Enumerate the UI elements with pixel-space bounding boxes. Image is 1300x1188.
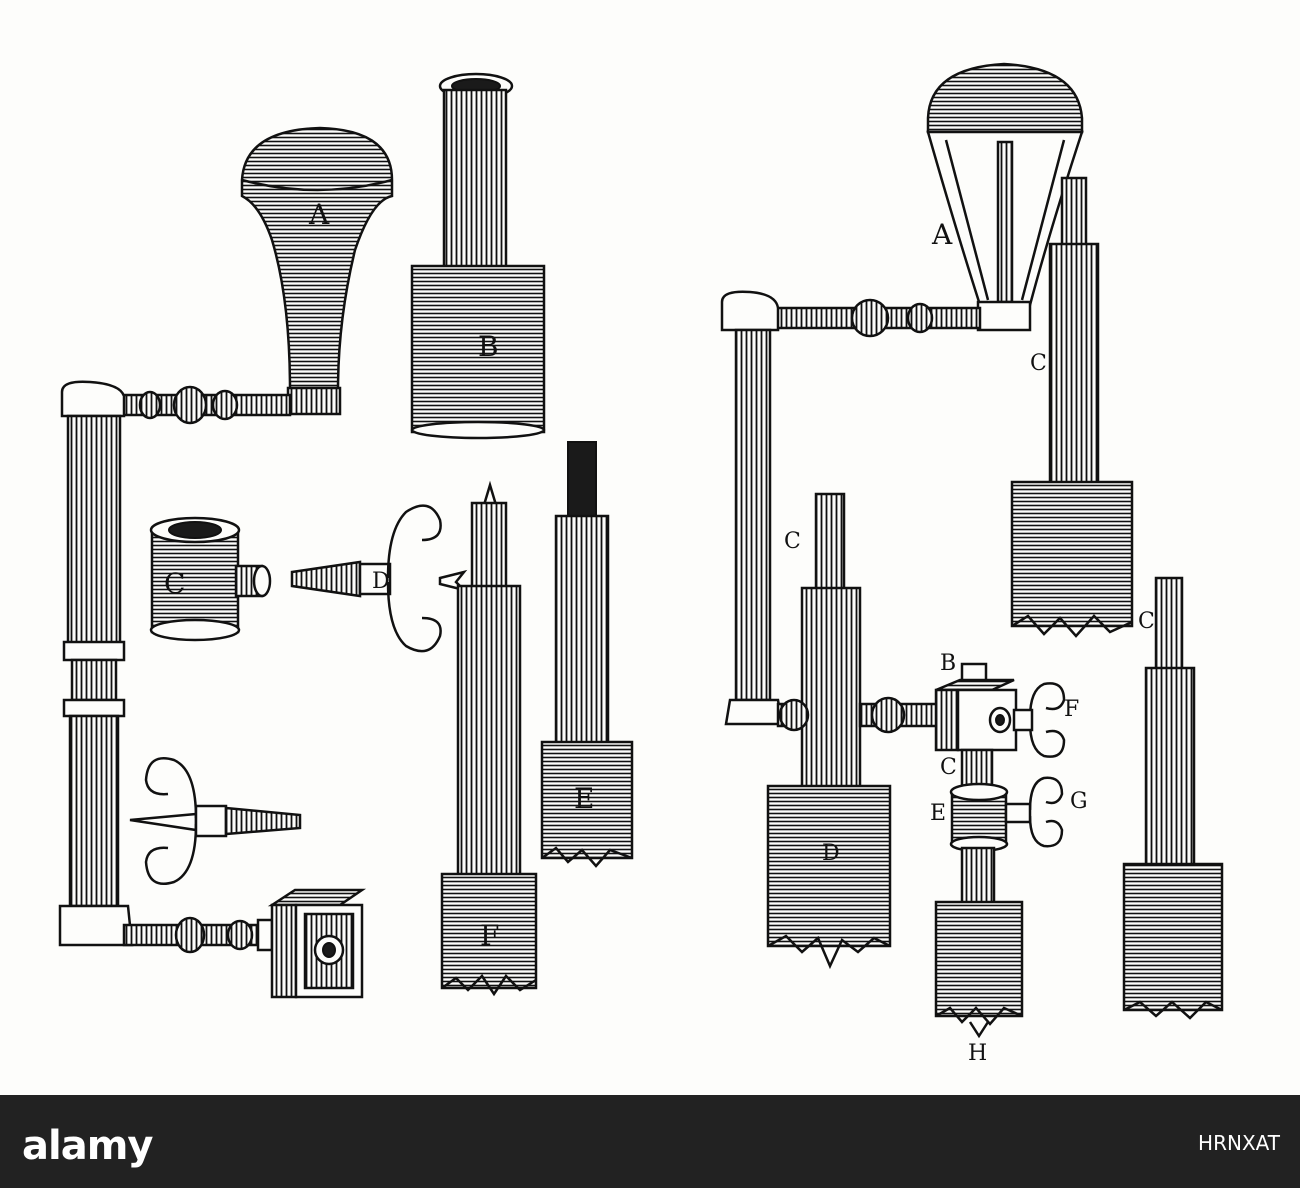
right-lower-pipe xyxy=(776,696,942,734)
left-syringe-f xyxy=(440,480,538,997)
label-right-c-mid: C xyxy=(784,529,801,554)
left-funnel-a xyxy=(240,126,394,416)
label-right-b: B xyxy=(940,651,956,676)
label-right-e: E xyxy=(930,801,946,826)
label-right-d: D xyxy=(822,841,840,866)
left-screw-d xyxy=(290,504,469,653)
left-screw-lower xyxy=(129,757,302,885)
label-right-c-right: C xyxy=(1138,609,1155,634)
label-left-a: A xyxy=(308,198,330,231)
left-cube-box xyxy=(267,888,367,999)
label-left-b: B xyxy=(478,330,499,363)
label-right-h: H xyxy=(968,1041,987,1066)
right-funnel-a xyxy=(926,62,1084,332)
right-syringe-d xyxy=(766,492,892,970)
right-upper-pipe xyxy=(720,290,982,338)
stock-footer-bar: alamy HRNXAT xyxy=(0,1095,1300,1188)
left-apparatus xyxy=(58,72,634,999)
right-tap-g xyxy=(1004,776,1064,848)
label-left-c: C xyxy=(164,567,185,600)
image-id-label: HRNXAT xyxy=(1198,1131,1280,1155)
alamy-logo[interactable]: alamy xyxy=(22,1123,153,1169)
right-apparatus xyxy=(720,62,1224,1039)
label-right-a: A xyxy=(931,218,953,251)
woodcut-plate: A B C D E F A C C C B F C E G D H xyxy=(58,62,1224,1066)
left-connector-c xyxy=(149,516,272,642)
label-right-g: G xyxy=(1070,789,1088,814)
right-collar-e xyxy=(949,782,1009,853)
figure-labels: A B C D E F A C C C B F C E G D H xyxy=(164,198,1155,1066)
woodcut-illustration: A B C D E F A C C C B F C E G D H xyxy=(58,62,1224,1066)
label-right-f: F xyxy=(1064,697,1079,722)
right-vertical-column xyxy=(724,328,784,726)
right-box-b xyxy=(934,662,1018,752)
left-lower-pipe xyxy=(122,916,276,954)
label-left-d: D xyxy=(372,569,390,594)
label-left-e: E xyxy=(574,782,594,815)
left-vessel-b xyxy=(410,72,546,440)
label-left-f: F xyxy=(480,919,499,952)
label-right-c-top: C xyxy=(1030,351,1047,376)
left-vertical-column xyxy=(58,414,134,947)
left-syringe-e xyxy=(540,441,634,868)
right-syringe-h xyxy=(934,846,1024,1039)
right-syringe-bottom xyxy=(1122,576,1224,1020)
left-top-elbow xyxy=(60,380,126,418)
left-upper-pipe xyxy=(118,385,292,425)
right-syringe-top xyxy=(1010,176,1134,638)
right-tap-f xyxy=(1012,682,1066,758)
label-right-c-small: C xyxy=(940,755,957,780)
